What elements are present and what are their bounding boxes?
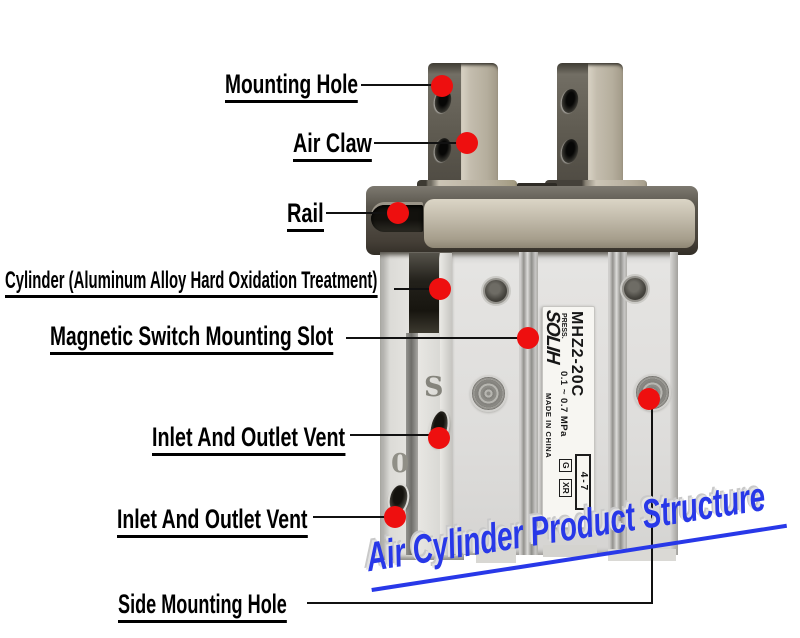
air-claw-right-side-face <box>557 63 588 188</box>
callout-dot-vent-upper <box>428 427 450 449</box>
leader-line-air-claw <box>374 142 458 144</box>
sticker-mark-g-box: G <box>559 459 572 472</box>
magnetic-switch-mounting-slot-right <box>608 252 627 555</box>
callout-dot-air-claw <box>456 132 478 154</box>
body-bottom-tab <box>608 549 676 561</box>
body-bottom-tab <box>476 549 516 563</box>
sticker-model: MHZ2-20C <box>568 311 585 398</box>
leader-line-magnetic-switch-slot <box>346 337 520 339</box>
leader-line-mounting-hole <box>361 84 443 86</box>
side-marking-o: 0 <box>391 449 410 479</box>
side-mounting-hole-left <box>470 375 507 412</box>
callout-dot-mounting-hole <box>431 75 453 97</box>
cylinder-right-edge <box>670 252 678 555</box>
callout-label-vent-upper: Inlet And Outlet Vent <box>152 423 346 457</box>
leader-line-side-mounting-hole-vertical <box>651 399 653 604</box>
leader-line-vent-upper <box>350 434 431 436</box>
sticker-mark-xr-box: XR <box>559 479 572 497</box>
air-claw-left-front-face <box>461 63 498 188</box>
cap-screw-left <box>483 278 509 304</box>
callout-dot-vent-lower <box>384 506 406 528</box>
cylinder-edge-highlight <box>440 253 452 555</box>
callout-label-rail: Rail <box>287 199 324 233</box>
leader-line-cylinder <box>394 288 432 290</box>
callout-label-magnetic-switch-slot: Magnetic Switch Mounting Slot <box>50 322 334 356</box>
sticker-pressure-range: 0.1 ~ 0.7 MPa <box>558 371 569 437</box>
leader-line-vent-lower <box>313 516 387 518</box>
body-bottom-tab <box>543 545 597 557</box>
callout-label-vent-lower: Inlet And Outlet Vent <box>117 505 308 539</box>
sticker-brand-logo: SOLIH <box>542 308 563 365</box>
sticker-origin: MADE IN CHINA <box>544 393 553 459</box>
callout-label-cylinder: Cylinder (Aluminum Alloy Hard Oxidation … <box>5 268 378 299</box>
callout-dot-side-mounting-hole <box>638 388 660 410</box>
callout-dot-cylinder <box>429 278 451 300</box>
cap-screw-right <box>622 276 648 302</box>
leader-line-side-mounting-hole-horizontal <box>307 602 652 604</box>
callout-label-mounting-hole: Mounting Hole <box>225 70 359 104</box>
callout-label-side-mounting-hole: Side Mounting Hole <box>118 590 287 624</box>
callout-label-air-claw: Air Claw <box>293 129 372 163</box>
callout-dot-magnetic-switch-slot <box>517 327 539 349</box>
air-claw-right-front-face <box>588 63 623 188</box>
callout-dot-rail <box>387 202 409 224</box>
leader-line-rail <box>326 212 390 214</box>
rail-front-face <box>424 199 695 248</box>
side-marking-s: S <box>424 372 444 403</box>
